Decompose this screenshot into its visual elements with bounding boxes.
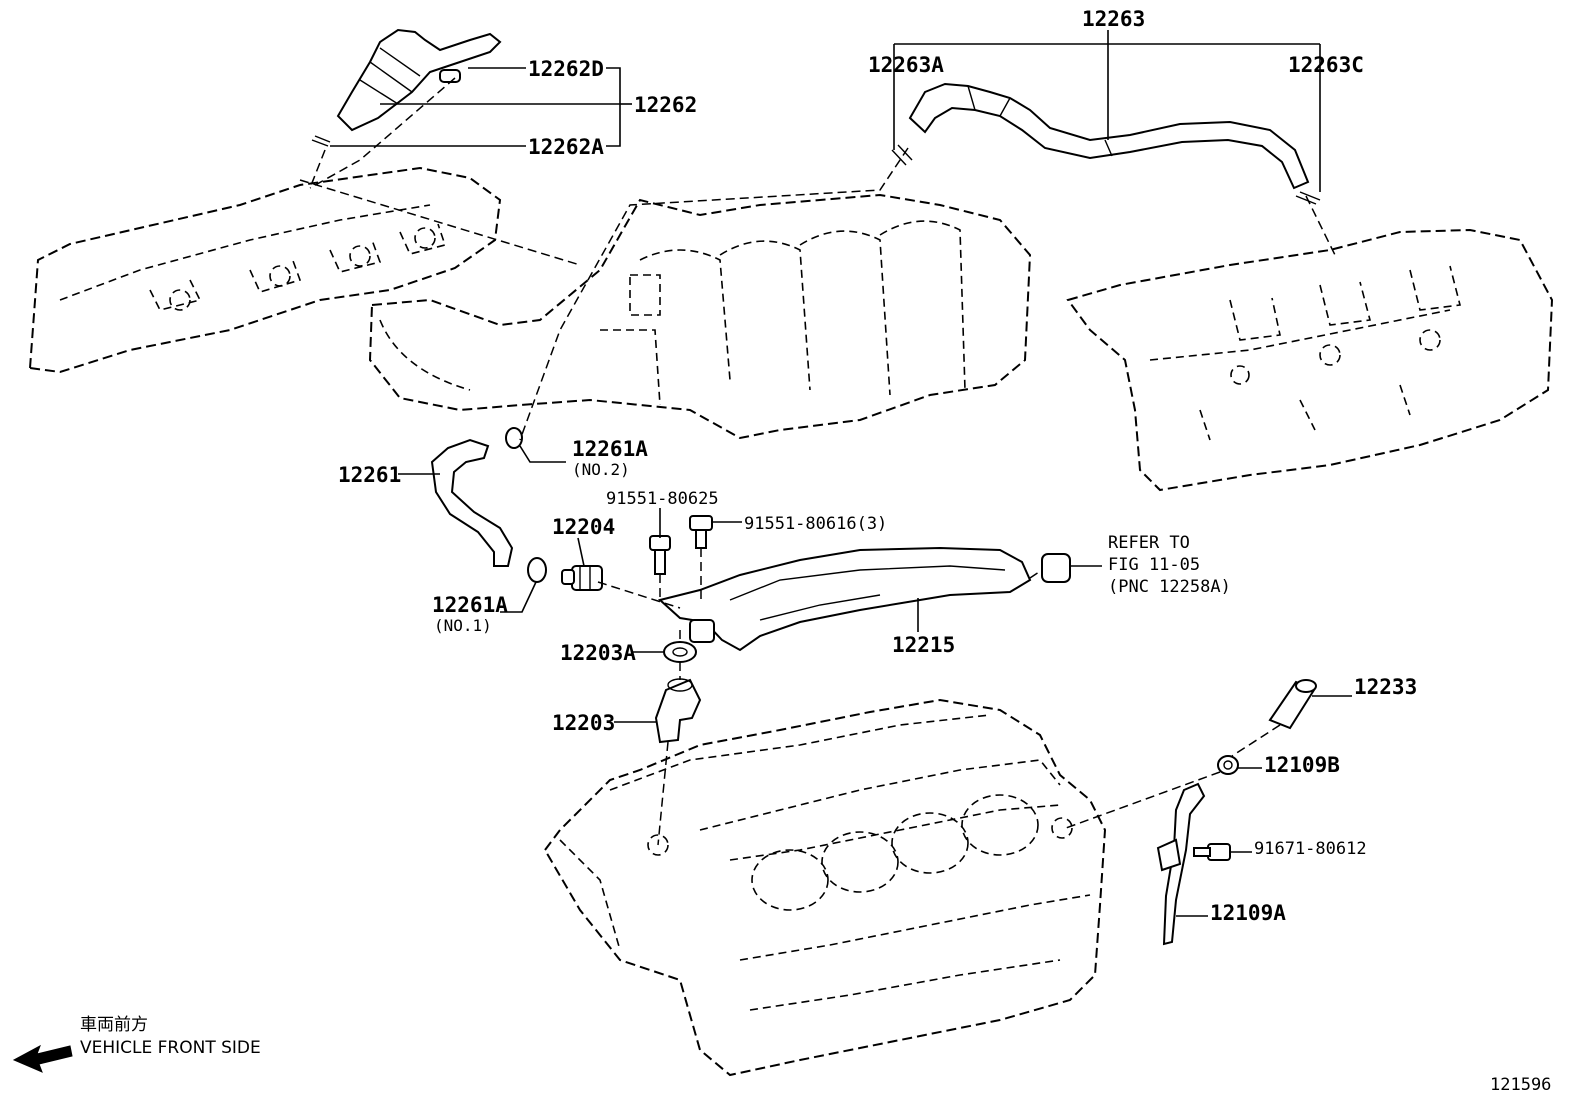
label-12261A-no2: 12261A (572, 437, 648, 461)
label-91671-80612: 91671-80612 (1254, 839, 1367, 859)
label-91551-80616: 91551-80616(3) (744, 514, 887, 534)
vehicle-front-indicator: 車両前方 VEHICLE FRONT SIDE (12, 1015, 261, 1073)
right-head-cover (1066, 228, 1554, 492)
leader-lines (330, 30, 1352, 917)
bolt-91671-80612 (1193, 843, 1231, 861)
ventilation-hose-12262 (311, 28, 502, 147)
label-12262: 12262 (634, 93, 697, 117)
label-12109A: 12109A (1210, 901, 1286, 925)
label-12262D: 12262D (528, 57, 604, 81)
pcv-valve-12204 (561, 565, 603, 591)
oil-separator-12215 (657, 546, 1071, 652)
label-12262A: 12262A (528, 135, 604, 159)
ventilation-hose-12263 (891, 82, 1321, 205)
label-12263: 12263 (1082, 7, 1145, 31)
o-ring-12109B (1217, 755, 1239, 775)
ventilation-hose-12261 (430, 427, 547, 583)
label-12233: 12233 (1354, 675, 1417, 699)
bolt-91551-80616 (689, 515, 713, 549)
label-12263A: 12263A (868, 53, 944, 77)
guide-tube-12233 (1268, 679, 1317, 730)
cylinder-block (543, 698, 1107, 1077)
label-12204: 12204 (552, 515, 615, 539)
front-side-japanese: 車両前方 (80, 1015, 148, 1035)
label-12203A: 12203A (560, 641, 636, 665)
label-12203: 12203 (552, 711, 615, 735)
connection-lines (299, 77, 1336, 846)
figure-number: 121596 (1490, 1075, 1551, 1095)
label-12263C: 12263C (1288, 53, 1364, 77)
label-refer-to: REFER TO (1108, 533, 1190, 553)
label-12109B: 12109B (1264, 753, 1340, 777)
label-12261: 12261 (338, 463, 401, 487)
grommet-12203A (663, 641, 697, 663)
left-head-cover (28, 166, 502, 374)
label-refer-pnc: (PNC 12258A) (1108, 577, 1231, 597)
intake-manifold (368, 193, 1032, 440)
elbow-12203 (654, 678, 702, 744)
label-12215: 12215 (892, 633, 955, 657)
bolt-91551-80625 (649, 535, 671, 575)
front-side-english: VEHICLE FRONT SIDE (80, 1038, 261, 1058)
label-91551-80625: 91551-80625 (606, 489, 719, 509)
label-12261A-no1: 12261A (432, 593, 508, 617)
label-no1: (NO.1) (434, 616, 492, 635)
label-refer-fig: FIG 11-05 (1108, 555, 1200, 575)
oil-level-gauge-guide-12109A (1156, 782, 1206, 946)
arrow-left-icon (12, 1044, 73, 1073)
label-no2: (NO.2) (572, 460, 630, 479)
